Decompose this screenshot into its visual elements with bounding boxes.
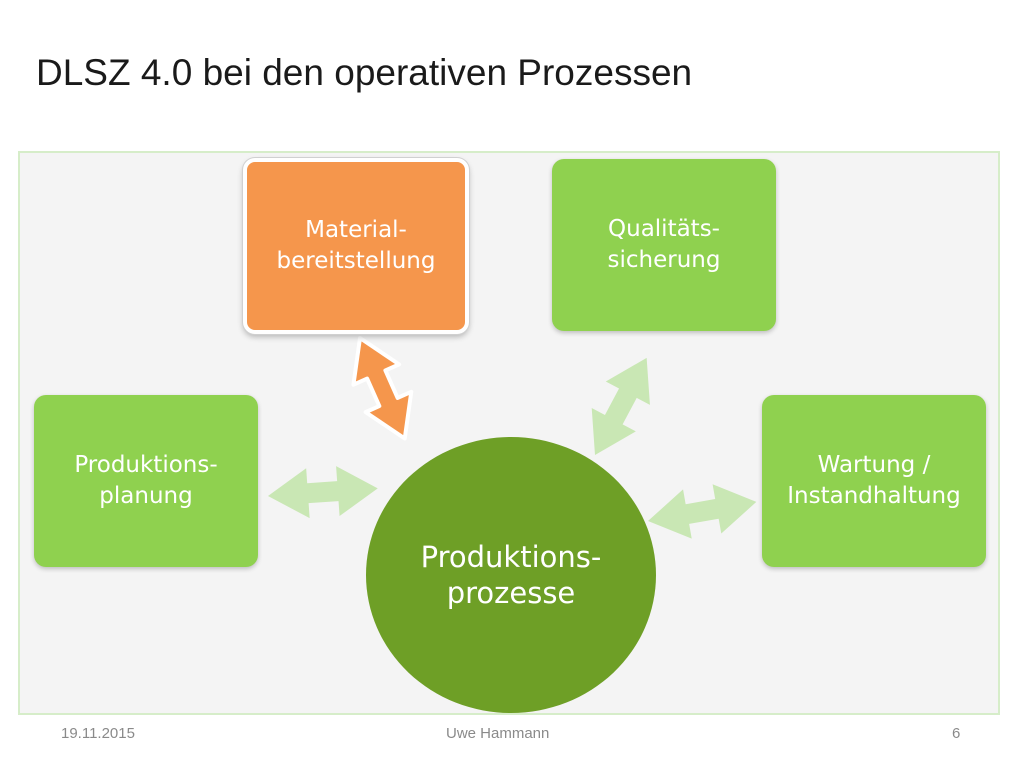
arrow-maintenance-hub <box>648 484 757 539</box>
node-quality: Qualitäts- sicherung <box>552 159 776 331</box>
node-material-label: Material- bereitstellung <box>276 216 436 274</box>
node-material: Material- bereitstellung <box>243 158 469 334</box>
arrow-quality-hub <box>591 357 650 455</box>
node-planning-label: Produktions- planung <box>74 451 218 509</box>
node-maintenance: Wartung / Instandhaltung <box>762 395 986 567</box>
node-planning: Produktions- planung <box>34 395 258 567</box>
node-quality-label: Qualitäts- sicherung <box>607 215 721 273</box>
hub-production: Produktions- prozesse <box>366 437 656 713</box>
arrow-material-hub <box>351 336 414 441</box>
slide-title: DLSZ 4.0 bei den operativen Prozessen <box>36 52 693 93</box>
arrow-planning-hub <box>268 466 378 519</box>
node-maintenance-label: Wartung / Instandhaltung <box>787 451 961 509</box>
footer-date: 19.11.2015 <box>61 725 135 742</box>
hub-label: Produktions- prozesse <box>420 539 602 610</box>
footer-author: Uwe Hammann <box>446 725 550 742</box>
footer-page-number: 6 <box>952 725 961 742</box>
